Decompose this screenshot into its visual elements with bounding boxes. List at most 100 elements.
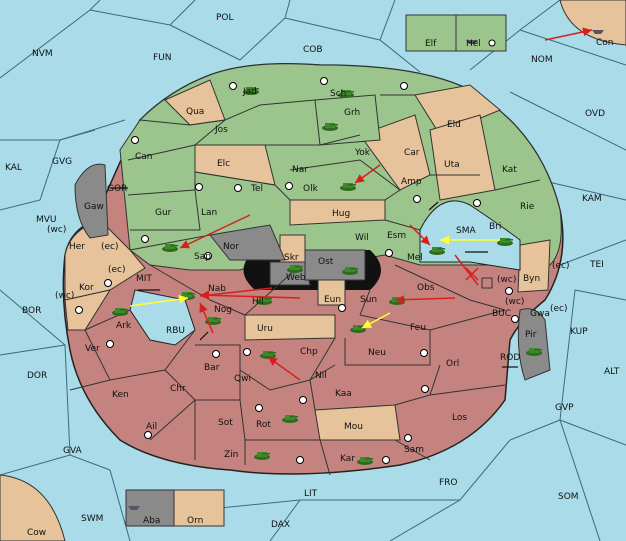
label-aba: Aba (143, 516, 160, 526)
label-rod: ROD (500, 353, 520, 363)
label-obs: Obs (417, 283, 435, 293)
label-gwa: Gwa (530, 309, 550, 319)
label-ver: Ver (85, 344, 100, 354)
label-fro: FRO (439, 478, 458, 488)
label-buc: BUC (492, 309, 511, 319)
label-rot: Rot (256, 420, 271, 430)
province-hel[interactable] (455, 14, 507, 52)
label-feu: Feu (410, 323, 426, 333)
label-elf: Elf (425, 39, 437, 49)
label-pir: Pir (525, 330, 537, 340)
label-skr: Skr (284, 253, 299, 263)
order-arrows (129, 27, 593, 381)
label-kaa: Kaa (335, 389, 352, 399)
label-ost: Ost (318, 257, 334, 267)
label-chp: Chp (300, 347, 318, 357)
label-dor: DOR (27, 371, 47, 381)
sea-sma[interactable] (419, 200, 521, 271)
province-pir[interactable] (517, 308, 551, 381)
label-bri: Bri (489, 222, 501, 232)
label-mel: Mel (407, 253, 423, 263)
label-mou: Mou (344, 422, 363, 432)
province-mou[interactable] (314, 404, 401, 441)
label-con: Con (596, 38, 614, 48)
label-sam: Sam (404, 445, 424, 455)
label-sch: Sch (330, 89, 346, 99)
label-nom: NOM (531, 55, 553, 65)
label-eld: Eld (447, 120, 461, 130)
label-kam: KAM (582, 194, 602, 204)
label-orl: Orl (446, 359, 459, 369)
label-kal: KAL (5, 163, 22, 173)
label-gaw: Gaw (84, 202, 104, 212)
province-eun[interactable] (317, 279, 346, 306)
label-ec-gwa: (ec) (550, 304, 568, 314)
label-pol: POL (216, 13, 234, 23)
label-hug: Hug (332, 209, 350, 219)
label-alt: ALT (604, 367, 620, 377)
province-eld[interactable] (414, 84, 501, 136)
label-bar: Bar (204, 363, 220, 373)
label-nab: Nab (208, 284, 226, 294)
province-grh[interactable] (314, 94, 381, 146)
label-chr: Chr (170, 384, 186, 394)
label-olk: Olk (303, 184, 319, 194)
label-ovd: OVD (585, 109, 605, 119)
label-swm: SWM (81, 514, 103, 524)
label-yok: Yok (354, 148, 371, 158)
label-wc-gwa: (wc) (505, 297, 524, 307)
label-nvm: NVM (32, 49, 53, 59)
label-qua: Qua (186, 107, 204, 117)
province-gaw[interactable] (74, 163, 109, 239)
label-nar: Nar (292, 165, 308, 175)
label-grh: Grh (344, 108, 360, 118)
province-byn[interactable] (517, 239, 551, 293)
label-kor: Kor (79, 283, 94, 293)
label-elc: Elc (217, 159, 230, 169)
label-sma: SMA (456, 226, 476, 236)
label-hel: Hel (466, 39, 481, 49)
label-her: Her (69, 242, 85, 252)
marker-box (481, 277, 493, 289)
province-orn[interactable] (173, 489, 225, 527)
label-fun: FUN (153, 53, 172, 63)
label-jad: Jad (242, 87, 257, 97)
label-wc-her: (wc) (47, 225, 66, 235)
label-kup: KUP (570, 327, 588, 337)
label-ec-her: (ec) (101, 242, 119, 252)
label-dax: DAX (271, 520, 290, 530)
label-wil: Wil (355, 233, 369, 243)
label-gvp: GVP (555, 403, 574, 413)
label-nil: Nil (315, 371, 327, 381)
label-gor: GOR (107, 184, 127, 194)
label-kat: Kat (502, 165, 517, 175)
label-gur: Gur (155, 208, 172, 218)
label-nog: Nog (214, 305, 232, 315)
province-ost[interactable] (304, 249, 366, 281)
province-nor[interactable] (209, 224, 286, 261)
label-esm: Esm (387, 231, 406, 241)
label-mvu: MVU (36, 215, 57, 225)
fleet-units (128, 30, 604, 510)
label-rie: Rie (520, 202, 535, 212)
label-can: Can (135, 152, 153, 162)
label-uta: Uta (444, 160, 460, 170)
label-amp: Amp (401, 177, 422, 187)
label-eun: Eun (324, 295, 341, 305)
label-ec-byn: (ec) (552, 261, 570, 271)
label-web: Web (286, 273, 306, 283)
label-rbu: RBU (166, 326, 185, 336)
label-sun: Sun (360, 295, 377, 305)
labels: POL COB FUN NVM NOM OVD KAL GVG KAM MVU … (5, 13, 620, 538)
label-neu: Neu (368, 348, 386, 358)
label-mit: MIT (136, 274, 152, 284)
label-zin: Zin (224, 450, 238, 460)
label-los: Los (452, 413, 467, 423)
label-byn: Byn (523, 274, 540, 284)
label-ken: Ken (112, 390, 129, 400)
label-lit: LIT (304, 489, 318, 499)
label-som: SOM (558, 492, 579, 502)
supply-center (488, 39, 496, 47)
